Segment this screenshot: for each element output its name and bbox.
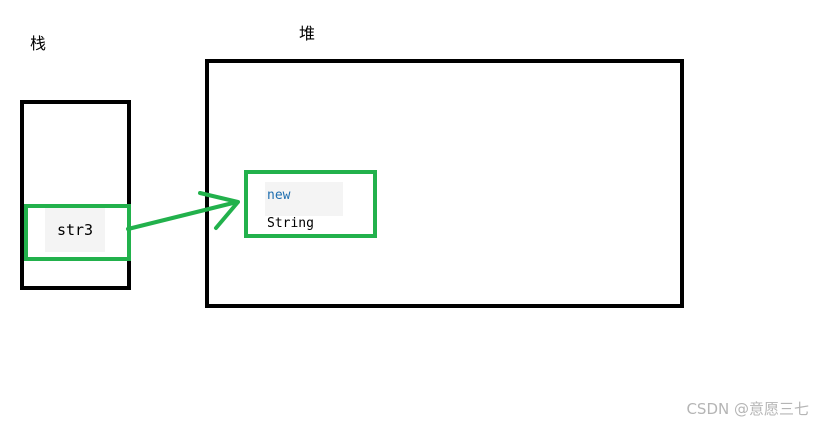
str3-variable: str3	[45, 208, 105, 252]
stack-label: 栈	[30, 34, 47, 53]
heap-label: 堆	[299, 24, 316, 43]
new-string-object: new String	[265, 182, 343, 231]
arrow-shaft	[126, 200, 239, 231]
str3-variable-text: str3	[56, 221, 94, 239]
str3-highlight-box	[24, 204, 131, 261]
new-keyword: new	[267, 188, 291, 203]
new-string-highlight-box	[244, 170, 377, 238]
arrow-head	[198, 191, 240, 230]
heap-region-box	[205, 59, 684, 308]
string-type-name: String	[267, 216, 314, 231]
watermark: CSDN @意愿三七	[686, 400, 809, 418]
